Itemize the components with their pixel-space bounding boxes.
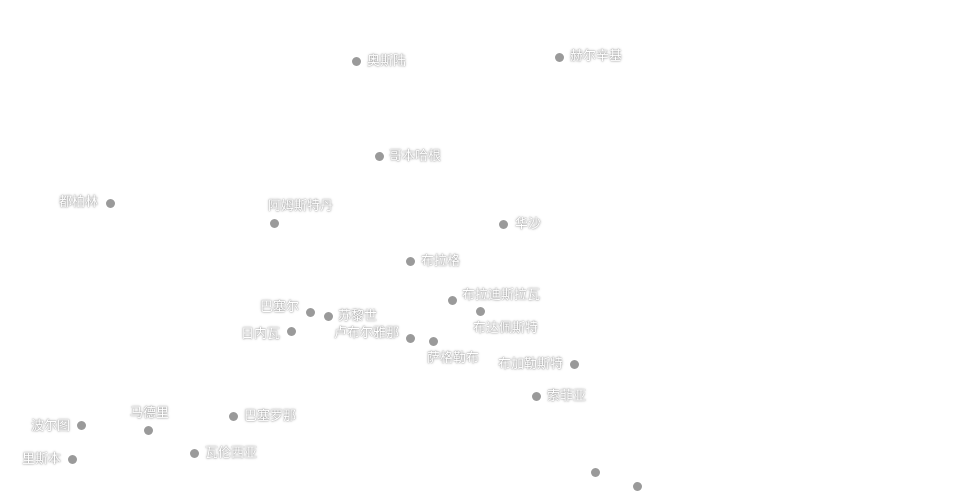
city-dot[interactable] (498, 219, 508, 229)
city-dot[interactable] (67, 454, 77, 464)
city-dot[interactable] (228, 411, 238, 421)
city-label: 马德里 (130, 406, 170, 421)
city-label: 都柏林 (58, 195, 98, 210)
city-dot[interactable] (143, 425, 153, 435)
city-label: 萨格勒布 (427, 351, 480, 366)
city-dot[interactable] (428, 336, 438, 346)
city-dot[interactable] (554, 52, 564, 62)
city-label: 里斯本 (21, 452, 61, 467)
city-dot[interactable] (189, 448, 199, 458)
city-dot[interactable] (305, 307, 315, 317)
city-dot[interactable] (590, 467, 600, 477)
city-label: 布达佩斯特 (473, 321, 539, 336)
city-dot[interactable] (405, 333, 415, 343)
city-label: 波尔图 (30, 419, 70, 434)
city-dot[interactable] (569, 359, 579, 369)
city-label: 哥本哈根 (389, 149, 442, 164)
city-dot[interactable] (475, 306, 485, 316)
city-dot[interactable] (76, 420, 86, 430)
city-label: 阿姆斯特丹 (268, 199, 334, 214)
city-label: 赫尔辛基 (570, 49, 623, 64)
city-label: 奥斯陆 (367, 54, 407, 69)
city-label: 华沙 (515, 217, 542, 232)
city-dot[interactable] (351, 56, 361, 66)
city-dot[interactable] (269, 218, 279, 228)
city-label: 日内瓦 (240, 327, 280, 342)
city-label: 瓦伦西亚 (205, 446, 258, 461)
city-dot[interactable] (105, 198, 115, 208)
city-label: 巴塞尔 (259, 300, 299, 315)
city-label: 卢布尔雅那 (333, 326, 399, 341)
city-dot[interactable] (374, 151, 384, 161)
city-label: 布拉迪斯拉瓦 (462, 288, 541, 303)
city-label: 布加勒斯特 (497, 357, 563, 372)
city-label: 苏黎世 (338, 309, 378, 324)
city-label: 索菲亚 (547, 389, 587, 404)
city-dot[interactable] (531, 391, 541, 401)
city-dot[interactable] (447, 295, 457, 305)
city-label: 巴塞罗那 (244, 409, 297, 424)
city-dot[interactable] (632, 481, 642, 491)
city-dot[interactable] (286, 326, 296, 336)
city-dot[interactable] (405, 256, 415, 266)
city-dot[interactable] (323, 311, 333, 321)
city-label: 布拉格 (421, 254, 461, 269)
